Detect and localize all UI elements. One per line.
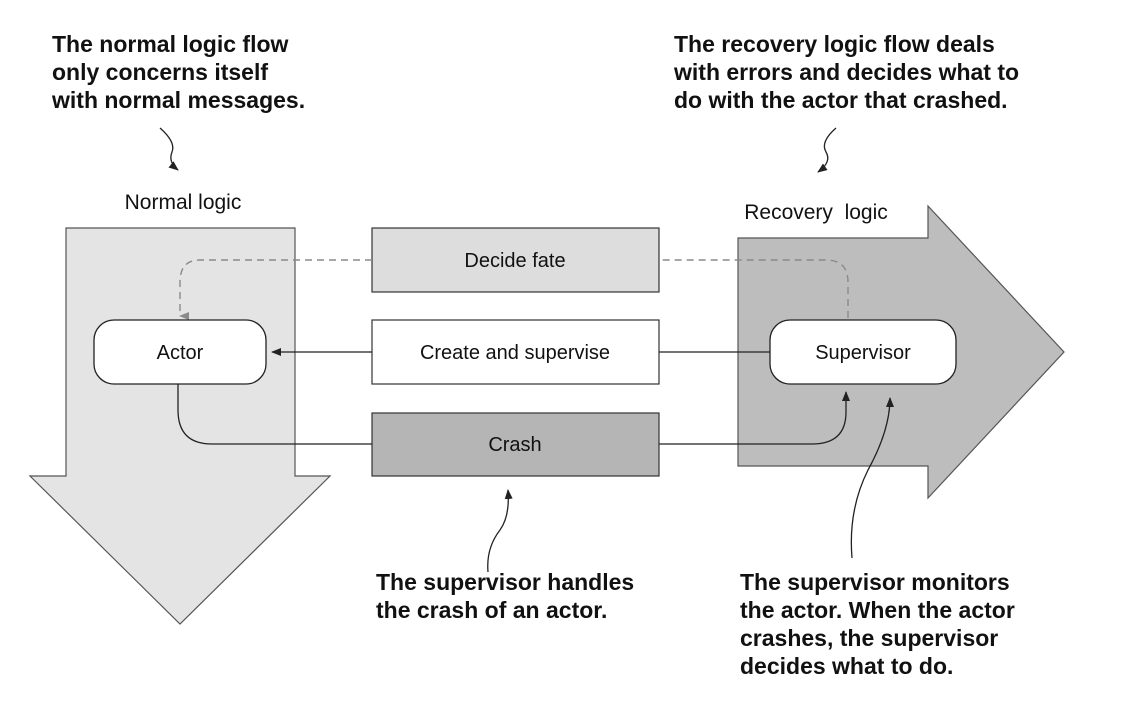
- actor-label: Actor: [157, 342, 204, 364]
- supervisor-node: [769, 319, 957, 385]
- handles-crash-pointer: [487, 489, 513, 573]
- decide-fate-connector: [180, 259, 849, 318]
- normal-flow-annotation: The normal logic flow only concerns itse…: [51, 31, 305, 113]
- supervisor-label: Supervisor: [815, 342, 911, 364]
- create-and-supervise-label: Create and supervise: [420, 342, 610, 364]
- decide-fate-box: [371, 227, 660, 293]
- crash-connector-left: [177, 384, 372, 445]
- crash-label: Crash: [488, 434, 541, 456]
- actor-node: [93, 319, 267, 385]
- recovery-flow-annotation: The recovery logic flow deals with error…: [673, 31, 1025, 113]
- normal-flow-pointer: [159, 127, 179, 171]
- recovery-flow-pointer: [817, 127, 837, 173]
- monitors-annotation: The supervisor monitors the actor. When …: [740, 569, 1021, 679]
- normal-logic-label: Normal logic: [125, 191, 242, 214]
- decide-fate-label: Decide fate: [464, 250, 565, 272]
- monitors-pointer: [850, 397, 894, 559]
- recovery-logic-label: Recovery logic: [744, 201, 888, 224]
- crash-connector-right: [659, 391, 850, 445]
- handles-crash-annotation: The supervisor handles the crash of an a…: [376, 569, 641, 623]
- create-and-supervise-box: [371, 319, 660, 385]
